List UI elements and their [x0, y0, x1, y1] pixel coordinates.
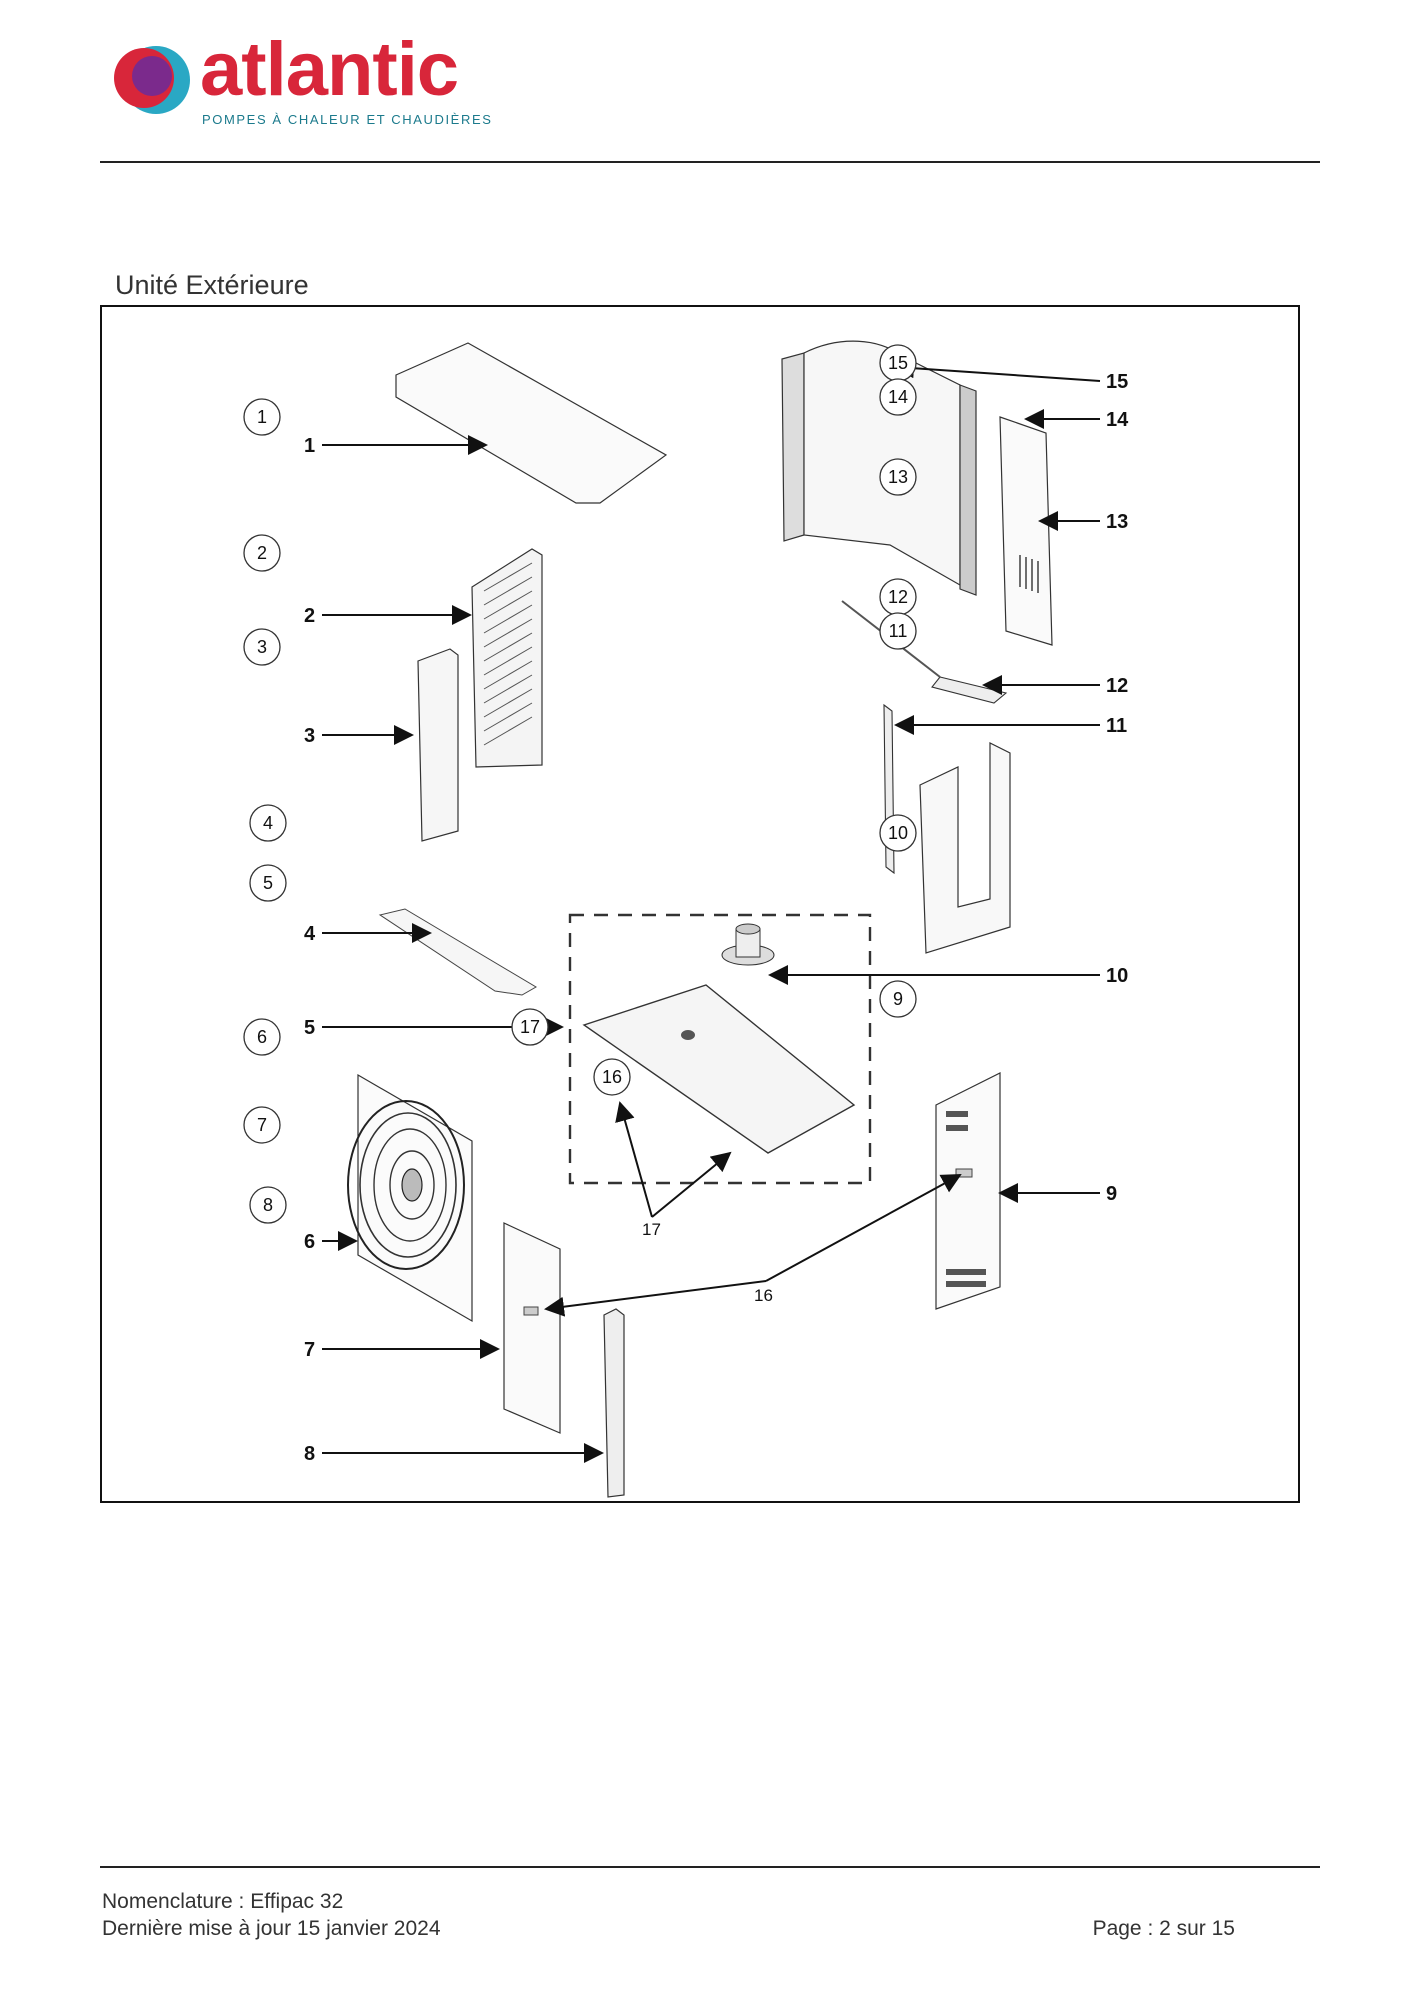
- label-right: 11: [1106, 715, 1127, 737]
- label-left: 7: [304, 1339, 315, 1361]
- circle-number: 7: [257, 1115, 267, 1135]
- figure-frame: [100, 305, 1300, 1503]
- part-rear-panel: [919, 742, 1011, 954]
- circle-number: 17: [520, 1017, 540, 1037]
- circle-number: 3: [257, 637, 267, 657]
- label-right: 13: [1106, 511, 1128, 533]
- brand-tagline: POMPES À CHALEUR ET CHAUDIÈRES: [202, 112, 493, 127]
- exploded-parts-diagram: 1 2 3 4 5 6 7 8 15 14 13 12 11 10 9 17 1…: [100, 305, 1300, 1503]
- callout-labels-left: 1 2 3 4 5 6 7 8: [304, 435, 316, 1465]
- part-side-panel: [935, 1072, 1001, 1310]
- circle-number: 8: [263, 1195, 273, 1215]
- part-fan: [347, 1073, 473, 1323]
- part-plate: [378, 908, 537, 996]
- label-left: 1: [304, 435, 315, 457]
- label-right: 15: [1106, 371, 1128, 393]
- part-small-tray: [931, 676, 1008, 704]
- label-left: 6: [304, 1231, 315, 1253]
- circle-number: 2: [257, 543, 267, 563]
- label-right: 14: [1106, 409, 1129, 431]
- callout-labels-right: 15 14 13 12 11 10 9: [1106, 371, 1129, 1205]
- label-left: 4: [304, 923, 316, 945]
- part-side-panel-louvres: [1019, 555, 1039, 593]
- label-right: 9: [1106, 1183, 1117, 1205]
- number-circles-right: 15 14 13 12 11 10 9 17 16: [511, 344, 917, 1096]
- circle-number: 15: [888, 353, 908, 373]
- circle-number: 14: [888, 387, 908, 407]
- circle-number: 9: [893, 989, 903, 1009]
- callout-arrows-free: [544, 1101, 962, 1317]
- circle-number: 10: [888, 823, 908, 843]
- brand-logo: atlantic POMPES À CHALEUR ET CHAUDIÈRES: [112, 32, 493, 128]
- part-top-cover: [395, 342, 668, 504]
- label-left: 3: [304, 725, 315, 747]
- part-side-panel-vents: [946, 1111, 986, 1287]
- circle-number: 6: [257, 1027, 267, 1047]
- circle-number: 11: [889, 621, 908, 641]
- circle-number: 4: [263, 813, 273, 833]
- part-grille: [471, 548, 543, 768]
- footer-rule: [100, 1866, 1320, 1868]
- callout-arrows-right: [768, 358, 1101, 1203]
- footer-nomenclature: Nomenclature : Effipac 32: [102, 1890, 344, 1913]
- part-compressor: [721, 923, 775, 966]
- free-labels: 17 16: [642, 1220, 773, 1305]
- label-right: 12: [1106, 675, 1128, 697]
- circle-number: 12: [888, 587, 908, 607]
- part-base-tray: [582, 984, 856, 1154]
- section-title: Unité Extérieure: [115, 270, 309, 300]
- label-right: 10: [1106, 965, 1128, 987]
- label-left: 2: [304, 605, 315, 627]
- label-left: 5: [304, 1017, 315, 1039]
- footer-update-date: Dernière mise à jour 15 janvier 2024: [102, 1917, 441, 1940]
- circle-number: 5: [263, 873, 273, 893]
- base-assembly-box: [568, 913, 872, 1185]
- part-side-panel-right: [999, 416, 1053, 646]
- brand-name: atlantic: [200, 27, 459, 112]
- part-base-hole: [681, 1030, 695, 1040]
- part-side-post: [417, 648, 459, 842]
- part-coil: [781, 340, 977, 596]
- part-front-panel-handle: [523, 1306, 539, 1316]
- part-vertical-post: [603, 1308, 625, 1498]
- callout-arrows-left: [322, 435, 604, 1463]
- label-left: 8: [304, 1443, 315, 1465]
- part-side-panel-handle: [955, 1168, 973, 1178]
- label-free: 17: [642, 1220, 661, 1239]
- header-rule: [100, 161, 1320, 163]
- label-free: 16: [754, 1286, 773, 1305]
- logo-mark-icon: [114, 46, 190, 114]
- footer-page-number: Page : 2 sur 15: [1092, 1917, 1235, 1940]
- number-circles-left: 1 2 3 4 5 6 7 8: [243, 398, 287, 1224]
- circle-number: 13: [888, 467, 908, 487]
- circle-number: 16: [602, 1067, 622, 1087]
- part-front-panel: [503, 1222, 561, 1434]
- circle-number: 1: [257, 407, 267, 427]
